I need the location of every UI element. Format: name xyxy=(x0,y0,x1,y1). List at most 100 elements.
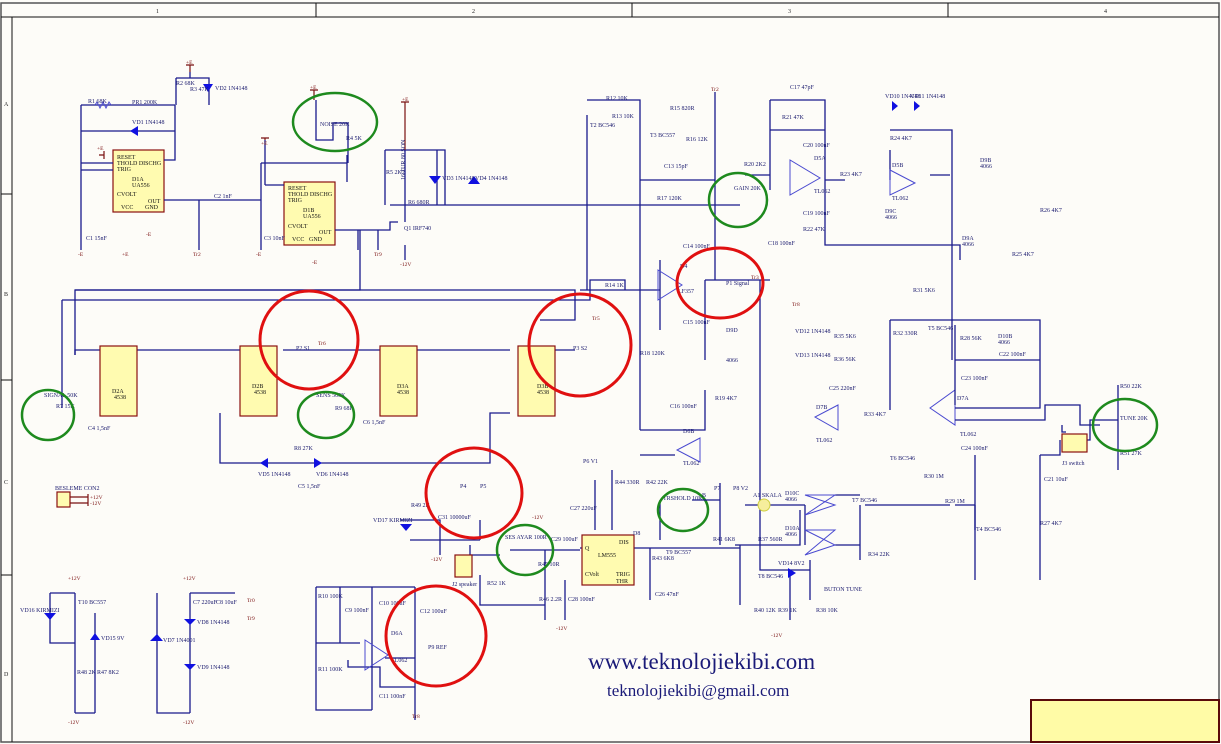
component-label: R39 1K xyxy=(778,608,798,614)
diode-symbol xyxy=(314,458,322,468)
frame-row-label: B xyxy=(4,292,8,298)
diode-symbol xyxy=(184,664,196,670)
test-point-label: P4 xyxy=(460,484,466,490)
component-label: R2 68K xyxy=(176,81,196,87)
power-supply-section: BESLEME CON2 +12V -12V VD16 KIRMIZI T10 … xyxy=(20,486,255,726)
component-label: R21 47K xyxy=(782,115,805,121)
ic-d1a xyxy=(112,149,165,213)
highlight-p3 xyxy=(527,292,633,398)
component-label: R9 68K xyxy=(335,406,355,412)
component-label: R41 6K8 xyxy=(713,537,735,543)
component-label: VD11 1N4148 xyxy=(910,94,945,100)
ic-pin-label: RESET xyxy=(288,186,307,192)
power-label: -E xyxy=(78,252,84,258)
component-label: T10 BC557 xyxy=(78,600,106,606)
power-connector xyxy=(56,491,71,508)
component-label: R46 2.2R xyxy=(539,597,562,603)
ic-part: TL062 xyxy=(816,438,832,444)
component-label: VD16 KIRMIZI xyxy=(20,608,60,614)
component-label: VD14 8V2 xyxy=(778,561,805,567)
power-label: -12V xyxy=(400,262,411,268)
led-symbol xyxy=(44,613,56,620)
zener-symbol xyxy=(90,633,100,640)
power-label: -12V xyxy=(771,633,782,639)
component-label: C27 220uF xyxy=(570,506,598,512)
component-label: R38 10K xyxy=(816,608,839,614)
ic-pin-label: Q xyxy=(585,546,590,552)
component-label: VD9 1N4148 xyxy=(197,665,230,671)
ic-part: 4538 xyxy=(254,390,266,396)
ic-part: 4538 xyxy=(397,390,409,396)
component-label: R7 15K xyxy=(56,404,76,410)
ic-pin-label: RESET xyxy=(117,155,136,161)
ic-pin-label: TRIG xyxy=(288,198,303,204)
component-label: R43 6K8 xyxy=(652,556,674,562)
component-label: SENS 500K xyxy=(316,393,346,399)
ic-pin-label: OUT xyxy=(319,230,332,236)
component-label: T9 BC557 xyxy=(666,550,691,556)
highlight-threshold-pot xyxy=(656,487,710,533)
component-label: R42 22K xyxy=(646,480,669,486)
frame-col-label: 3 xyxy=(788,9,791,15)
website-url: www.teknolojiekibi.com xyxy=(588,649,815,674)
power-label: -12V xyxy=(431,557,442,563)
ic-pin-label: TRIG xyxy=(616,572,631,578)
power-label: -12V xyxy=(68,720,79,726)
power-label: +E xyxy=(261,141,268,147)
component-label: C29 100uF xyxy=(551,537,579,543)
ic-part: 4066 xyxy=(962,242,974,248)
component-label: C3 10nF xyxy=(264,236,286,242)
component-label: VD10 1N4148 xyxy=(885,94,921,100)
trace-label: Tr3 xyxy=(751,275,759,281)
component-label: R16 12K xyxy=(686,137,709,143)
ic-pin-label: THR xyxy=(616,579,628,585)
component-label: Q1 IRF740 xyxy=(404,226,431,232)
component-label: PR1 200K xyxy=(132,100,158,106)
component-label: R52 1K xyxy=(487,581,507,587)
frame-col-label: 1 xyxy=(156,9,159,15)
title-block xyxy=(1030,699,1220,743)
component-label: R24 4K7 xyxy=(890,136,912,142)
component-label: R31 5K6 xyxy=(913,288,935,294)
component-label: R15 820R xyxy=(670,106,695,112)
connector-label: BESLEME CON2 xyxy=(55,486,100,492)
audio-section: Q DIS LM555 CVolt TRIG THR D8 J2 speaker… xyxy=(373,446,741,632)
component-label: VD7 1N4001 xyxy=(163,638,196,644)
component-label: R14 1K xyxy=(605,283,625,289)
component-label: R8 27K xyxy=(294,446,314,452)
frame-col-label: 4 xyxy=(1104,9,1107,15)
trace-label: Tr2 xyxy=(193,252,201,258)
component-label: R51 27K xyxy=(1120,451,1143,457)
power-label: +E xyxy=(310,85,317,91)
led-symbol xyxy=(400,524,412,531)
ic-ref: D9C xyxy=(885,209,896,215)
component-label: C21 10uF xyxy=(1044,477,1069,483)
ic-ref: D9B xyxy=(980,158,991,164)
ic-pin-label: GND xyxy=(145,205,159,211)
ic-part: TL062 xyxy=(892,196,908,202)
ic-part: 4066 xyxy=(785,532,797,538)
component-label: C22 100nF xyxy=(999,352,1027,358)
ic-ref: D7A xyxy=(957,396,969,402)
component-label: C25 220nF xyxy=(829,386,857,392)
reference-section: R10 100K R11 100K C9 100nF C10 100nF C12… xyxy=(315,584,488,720)
component-label: VD5 1N4148 xyxy=(258,472,291,478)
component-label: R30 1M xyxy=(924,474,945,480)
frame-col-label: 2 xyxy=(472,9,475,15)
ic-lm555 xyxy=(581,534,635,586)
ic-ref: D3B xyxy=(537,384,548,390)
frame-row-label: C xyxy=(4,480,8,486)
component-label: C2 1nF xyxy=(214,194,233,200)
diode-symbol xyxy=(914,101,920,111)
power-label: -E xyxy=(256,252,262,258)
ic-ref: D9D xyxy=(726,328,738,334)
ic-part: 4538 xyxy=(537,390,549,396)
highlight-p9-ref xyxy=(384,584,488,688)
switch-symbol xyxy=(804,529,837,556)
frame-row-label: D xyxy=(4,672,9,678)
trace-label: Tr0 xyxy=(247,598,255,604)
opamp-symbol xyxy=(364,639,389,671)
highlight-noise-pot xyxy=(291,91,379,153)
speaker-connector-j2 xyxy=(454,554,473,578)
power-label: +E xyxy=(402,97,409,103)
